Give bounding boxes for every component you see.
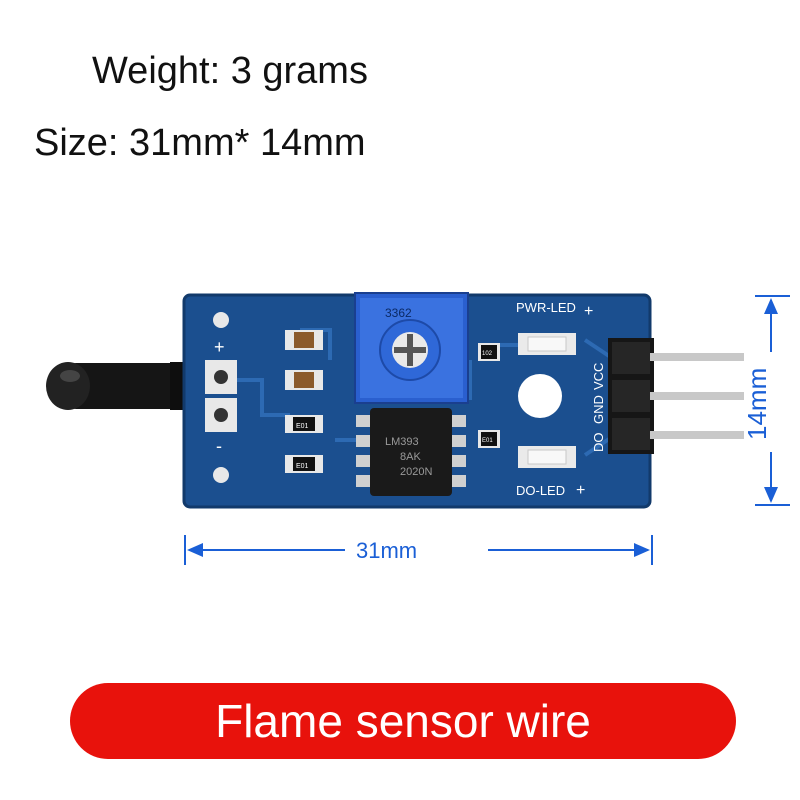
lm393-chip: LM393 8AK 2020N [356,408,466,496]
size-spec: Size: 31mm* 14mm [34,122,366,164]
diode-pads: + - [205,312,237,483]
pwr-led-label: PWR-LED [516,300,576,315]
resistor-code: E01 [296,463,309,470]
resistor-code: 102 [482,351,493,357]
pin-label-gnd: GND [591,395,606,424]
header-pins [608,338,744,454]
svg-text:+: + [576,482,585,499]
svg-text:+: + [584,303,593,320]
potentiometer: 3362 [354,292,469,404]
svg-text:-: - [216,436,222,456]
width-dimension-label: 31mm [356,538,418,563]
weight-spec: Weight: 3 grams [92,50,368,92]
pwr-led: PWR-LED + [516,300,593,355]
mounting-hole [518,374,562,418]
height-dimension [755,295,790,506]
svg-text:+: + [214,337,225,357]
height-dimension-label: 14mm [742,367,772,440]
product-banner: Flame sensor wire [70,683,736,759]
smd-capacitors [285,330,323,390]
do-led: DO-LED + [516,446,585,499]
do-led-label: DO-LED [516,483,565,498]
resistor-code: E01 [482,438,493,444]
chip-marking-line2: 8AK [400,451,421,463]
pin-label-do: DO [591,433,606,453]
width-dimension [184,535,653,565]
ir-flame-diode [46,362,200,410]
pin-labels: DO GND VCC [591,363,606,452]
potentiometer-code: 3362 [385,306,412,320]
smd-resistors: E01 E01 102 E01 [285,343,500,473]
pin-label-vcc: VCC [591,363,606,390]
banner-text: Flame sensor wire [215,695,591,747]
chip-marking-line1: LM393 [385,436,419,448]
resistor-code: E01 [296,423,309,430]
chip-marking-line3: 2020N [400,466,432,478]
